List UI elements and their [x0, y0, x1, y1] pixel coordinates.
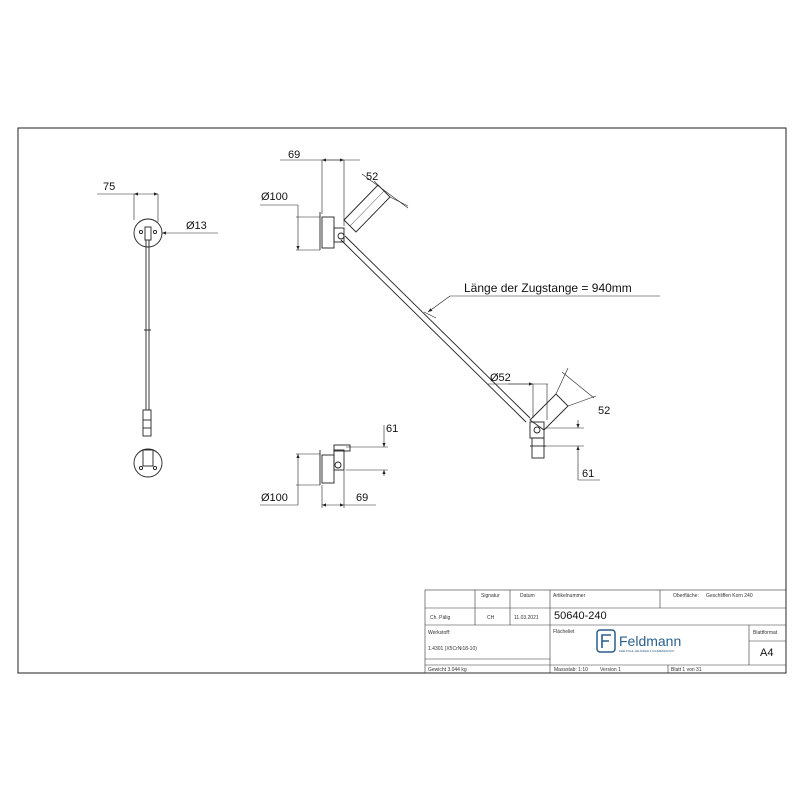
tb-header-signature: Signatur — [481, 593, 500, 599]
tb-weight: Gewicht 3.044 kg — [428, 667, 467, 673]
dim-offset-bottom: 69 — [356, 492, 368, 504]
company-tagline: EDELSTAHL GELÄNDER & SCHMIEDEKUNST — [619, 649, 675, 653]
dim-hole-diameter: Ø13 — [186, 220, 207, 232]
company-logo: Feldmann EDELSTAHL GELÄNDER & SCHMIEDEKU… — [596, 629, 681, 653]
tb-date: 11.03.2021 — [514, 615, 539, 621]
rod-length-note: Länge der Zugstange = 940mm — [464, 281, 632, 295]
sheet-border — [17, 127, 787, 674]
dim-height-bottom: 61 — [386, 423, 398, 435]
tb-scale: Massstab: 1:10 — [554, 667, 588, 673]
tb-sheet-number: Blatt 1 von 31 — [671, 667, 702, 673]
company-name: Feldmann — [619, 633, 681, 649]
title-block — [424, 589, 787, 674]
tb-initials: CH — [487, 615, 495, 621]
tb-header-sheet-format: Blattformat — [753, 630, 778, 636]
dim-end-clamp: 52 — [598, 405, 610, 417]
tb-surface-value: Geschliffen Korn 240 — [706, 593, 753, 599]
end-fitting — [488, 367, 600, 481]
tb-header-surface: Oberfläche: — [673, 593, 699, 599]
tb-version: Version 1 — [600, 667, 621, 673]
dim-end-height: 61 — [582, 468, 594, 480]
tb-material-value: 1.4301 (X5CrNi18-10) — [428, 646, 477, 652]
dim-plate-diameter-top: Ø100 — [261, 191, 288, 203]
dim-clamp-top: 52 — [366, 171, 378, 183]
side-view-top — [260, 158, 531, 423]
tb-article-number: 50640-240 — [554, 610, 607, 622]
tb-drawn-by: Ch. Pälig — [430, 615, 451, 621]
dim-end-diameter: Ø52 — [490, 372, 511, 384]
tb-material-label: Werkstoff: — [428, 630, 450, 636]
tb-header-date: Datum — [520, 593, 535, 599]
tb-plate-label: Flächeliet — [553, 629, 575, 635]
dim-width: 75 — [103, 181, 115, 193]
dim-offset-top: 69 — [288, 149, 300, 161]
dim-plate-diameter-bottom: Ø100 — [261, 492, 288, 504]
tb-header-article: Artikelnummer — [553, 593, 586, 599]
side-view-bottom — [260, 425, 388, 508]
tb-sheet-format: A4 — [760, 647, 773, 659]
front-view — [97, 192, 218, 478]
